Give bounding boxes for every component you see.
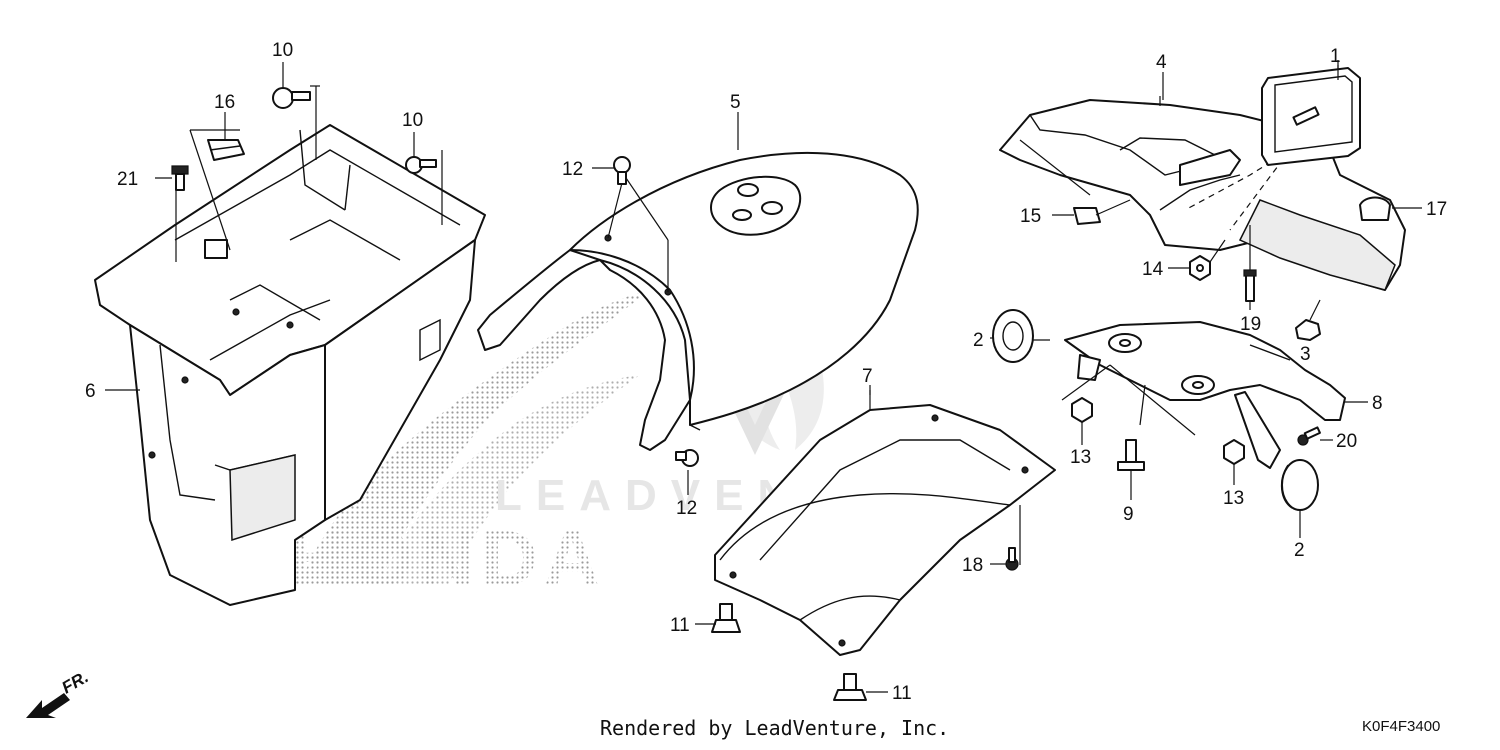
callout-12-lower: 12: [676, 498, 697, 519]
callout-5: 5: [730, 92, 741, 113]
callout-19: 19: [1240, 314, 1261, 335]
callout-6: 6: [85, 381, 96, 402]
part-6-inner-fender: [94, 124, 486, 606]
callout-2-lower: 2: [1294, 540, 1305, 561]
callout-13-right: 13: [1223, 488, 1244, 509]
part-5-rear-fender: [477, 151, 919, 467]
callout-10-left: 10: [272, 40, 293, 61]
footer-credit: Rendered by LeadVenture, Inc.: [600, 716, 950, 740]
callout-20: 20: [1336, 431, 1357, 452]
callout-4: 4: [1156, 52, 1167, 73]
front-arrow-icon: FR.: [26, 667, 92, 718]
callout-9: 9: [1123, 504, 1134, 525]
callout-11-lower: 11: [892, 683, 912, 704]
callout-17: 17: [1426, 199, 1447, 220]
callout-14: 14: [1142, 259, 1164, 280]
callout-2-upper: 2: [973, 330, 984, 351]
callout-18: 18: [962, 555, 983, 576]
part-4-license-bracket: [999, 65, 1406, 341]
part-7-splash-guard: [711, 390, 1056, 701]
diagram-code: K0F4F3400: [1362, 718, 1441, 735]
callout-21: 21: [117, 169, 138, 190]
leader-lines: [105, 60, 1422, 693]
callout-1: 1: [1330, 46, 1341, 67]
callout-3: 3: [1300, 344, 1311, 365]
front-direction-indicator: FR.: [24, 667, 114, 728]
callout-13-left: 13: [1070, 447, 1091, 468]
callout-11-upper: 11: [670, 615, 690, 636]
honda-logo-text: HONDA: [290, 514, 606, 602]
callout-10-right: 10: [402, 110, 423, 131]
callout-7: 7: [862, 366, 873, 387]
callout-12-upper: 12: [562, 159, 583, 180]
part-8-lower-bracket: [992, 309, 1346, 511]
fasteners-left: [171, 85, 443, 262]
callout-labels: 1 2 2 3 4 5 6 7 8 9 10 10 11 11 12 12 13…: [85, 40, 1447, 704]
callout-15: 15: [1020, 206, 1041, 227]
callout-16: 16: [214, 92, 235, 113]
callout-8: 8: [1372, 393, 1383, 414]
front-label: FR.: [59, 668, 92, 697]
